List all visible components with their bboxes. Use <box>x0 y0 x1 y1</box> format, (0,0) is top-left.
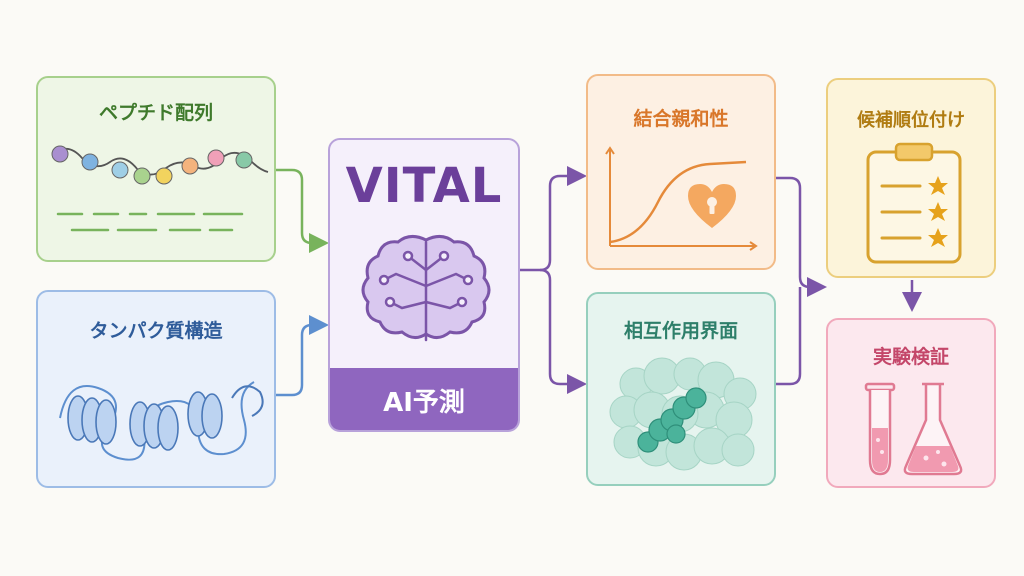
ranked-clipboard-icon <box>866 142 962 264</box>
arrow-interface-to-ranking <box>776 287 802 386</box>
peptide-sequence-title: ペプチド配列 <box>98 102 213 124</box>
protein-structure-title: タンパク質構造 <box>89 320 223 342</box>
arrow-protein-to-vital <box>276 315 329 397</box>
peptide-sequence-box: ペプチド配列 <box>36 76 276 262</box>
brain-circuit-icon <box>361 235 491 342</box>
protein-ribbon-illustration <box>59 381 264 461</box>
interaction-interface-title: 相互作用界面 <box>623 320 738 342</box>
candidate-ranking-title: 候補順位付け <box>857 110 965 131</box>
interaction-interface-box: 相互作用界面 <box>586 292 776 486</box>
experimental-validation-box: 実験検証 <box>826 318 996 488</box>
ai-prediction-banner: AI予測 <box>330 368 518 430</box>
ai-prediction-label: AI予測 <box>383 388 465 418</box>
arrow-vital-to-interface <box>539 268 587 394</box>
vital-ai-box: VITAL AI予測 <box>328 138 520 432</box>
arrow-affinity-to-ranking <box>776 176 827 297</box>
heart-lock-icon <box>688 184 736 228</box>
vital-logo-text: VITAL <box>345 158 503 214</box>
arrow-peptide-to-vital <box>276 168 329 253</box>
binding-affinity-box: 結合親和性 <box>586 74 776 270</box>
affinity-curve-chart <box>605 146 758 251</box>
candidate-ranking-box: 候補順位付け <box>826 78 996 278</box>
experimental-validation-title: 実験検証 <box>872 346 949 368</box>
binding-affinity-title: 結合親和性 <box>633 108 729 130</box>
lab-glassware-icon <box>864 382 963 476</box>
peptide-chain-illustration <box>51 145 269 232</box>
protein-structure-box: タンパク質構造 <box>36 290 276 488</box>
arrow-vital-to-affinity <box>520 166 587 272</box>
interface-surface-illustration <box>609 357 757 471</box>
